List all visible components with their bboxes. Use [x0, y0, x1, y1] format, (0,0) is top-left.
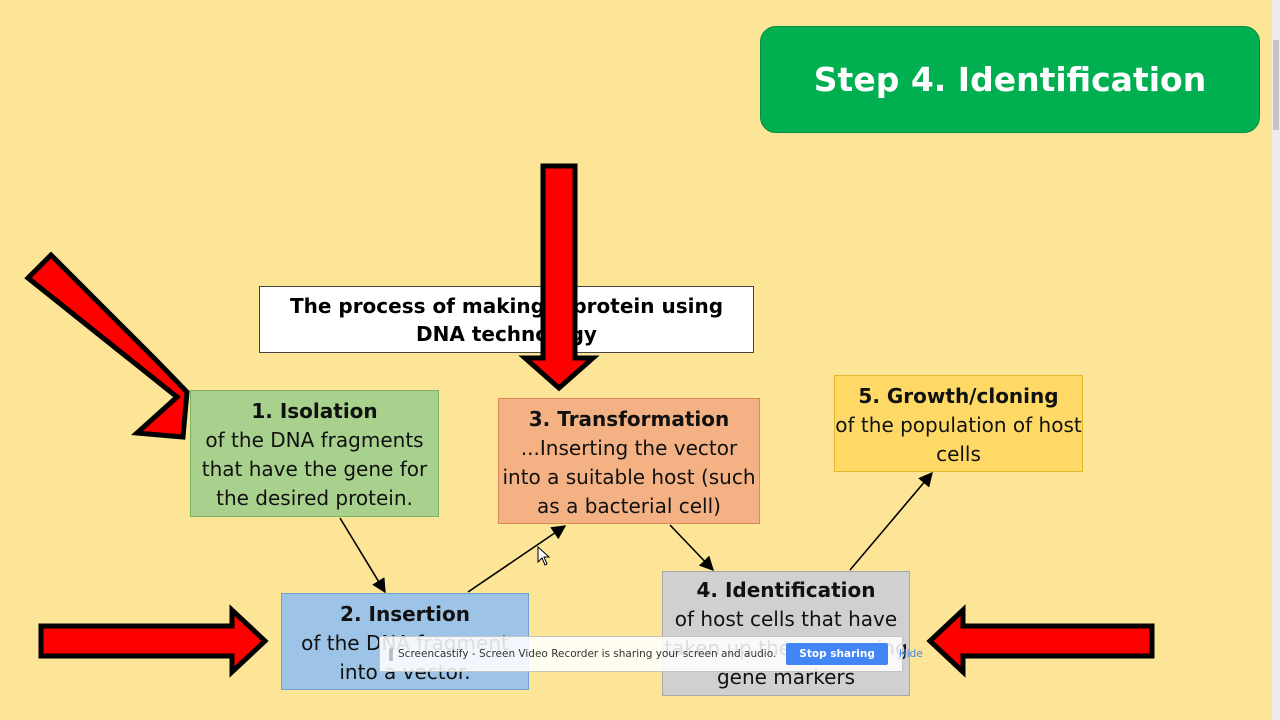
screen-sharing-notification: ‖ Screencastify - Screen Video Recorder … — [379, 636, 923, 672]
flow-arrow-1-to-2 — [339, 517, 386, 594]
step-heading: 3. Transformation — [528, 407, 730, 431]
red-pointer-arrow-down — [518, 163, 600, 392]
step-heading: 1. Isolation — [251, 399, 378, 423]
step-heading: 5. Growth/cloning — [858, 384, 1059, 408]
flow-arrow-3-to-4 — [669, 524, 714, 572]
step-description: of the population of host cells — [835, 413, 1082, 466]
stop-sharing-button[interactable]: Stop sharing — [786, 643, 888, 665]
sharing-message: Screencastify - Screen Video Recorder is… — [398, 648, 777, 660]
red-pointer-arrow-right — [38, 604, 269, 678]
step-heading: 2. Insertion — [340, 602, 470, 626]
drag-grip-icon[interactable]: ‖ — [388, 647, 394, 661]
step-heading: 4. Identification — [696, 578, 876, 602]
flow-arrow-4-to-5 — [849, 471, 933, 571]
step-box-transformation: 3. Transformation ...Inserting the vecto… — [498, 398, 760, 524]
vertical-scrollbar[interactable] — [1272, 0, 1280, 720]
red-pointer-arrow-diagonal — [24, 251, 190, 440]
step-description: ...Inserting the vector into a suitable … — [502, 436, 756, 518]
step-title-banner: Step 4. Identification — [760, 26, 1260, 133]
scrollbar-thumb[interactable] — [1273, 40, 1279, 130]
step-box-growth-cloning: 5. Growth/cloning of the population of h… — [834, 375, 1083, 472]
flow-arrow-2-to-3 — [467, 525, 567, 593]
step-description: of the DNA fragments that have the gene … — [201, 428, 428, 510]
hide-link[interactable]: Hide — [898, 648, 923, 660]
cursor-icon — [537, 546, 551, 566]
step-box-isolation: 1. Isolation of the DNA fragments that h… — [190, 390, 439, 517]
red-pointer-arrow-left — [926, 604, 1155, 678]
